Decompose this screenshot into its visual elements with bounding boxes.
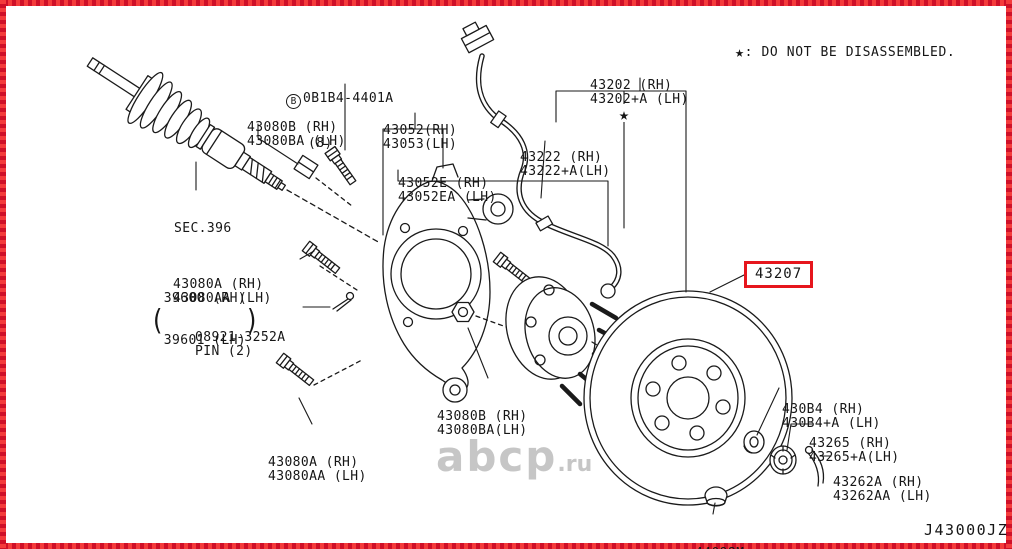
- label-43265: 43265 (RH)43265+A(LH): [809, 436, 900, 465]
- label-43262a: 43262A (RH)43262AA (LH): [833, 475, 932, 504]
- label-430b4: 430B4 (RH)430B4+A (LH): [782, 402, 881, 431]
- knuckle-drawing: [382, 163, 514, 403]
- nut-43080b-drawing: [451, 301, 475, 323]
- hub-bearing-drawing: [505, 276, 653, 407]
- label-43202: 43202 (RH)43202+A (LH): [590, 78, 689, 107]
- nut-dashed-line: [475, 315, 521, 333]
- clip-dashed-line: [315, 177, 353, 207]
- circled-b-icon: B: [286, 94, 301, 109]
- frame-right: [1006, 0, 1012, 549]
- part-43207-highlight[interactable]: 43207: [744, 261, 814, 288]
- axle-axis-dashed-line: [286, 189, 381, 244]
- frame-top: [0, 0, 1012, 6]
- label-43052e: 43052E (RH)43052EA (LH): [398, 176, 497, 205]
- label-43080a-lower: 43080A (RH)43080AA (LH): [268, 455, 367, 484]
- label-43222: 43222 (RH)43222+A(LH): [520, 150, 611, 179]
- diagram-code: J43000JZ: [924, 521, 1009, 539]
- label-43052: 43052(RH)43053(LH): [383, 123, 458, 152]
- axle-shaft-drawing: [86, 57, 287, 191]
- star-marker: ★: [616, 104, 633, 125]
- label-43080b-lower: 43080B (RH)43080BA(LH): [437, 409, 528, 438]
- locknut-drawing: [769, 445, 797, 475]
- brake-rotor-drawing: [583, 290, 793, 506]
- watermark: abcp.ru: [436, 432, 593, 481]
- bolt-43080a-upper-drawing: [301, 240, 342, 277]
- washer-drawing: [743, 430, 765, 454]
- label-sec396: SEC.396 ( 39600 (RH) 39601 (LH) ): [153, 221, 257, 348]
- label-43080b-upper: 43080B (RH)43080BA (LH): [247, 120, 346, 149]
- svg-text:★: ★: [619, 105, 629, 125]
- plug-drawing: [704, 486, 728, 507]
- cotter-pin-drawing: [804, 445, 825, 487]
- label-43080a-upper: 43080A (RH)43080AA (LH): [173, 277, 272, 306]
- leader-lines: [195, 77, 832, 515]
- bolt-dashed-line-1: [319, 265, 361, 293]
- clip-part-drawing: [293, 154, 319, 180]
- legend-do-not-disassemble: ★: DO NOT BE DISASSEMBLED.: [735, 43, 956, 61]
- label-44098m: 44098M: [695, 519, 744, 549]
- star-icon: ★: [735, 43, 745, 61]
- pin-08921-drawing: [332, 291, 355, 312]
- frame-bottom: [0, 543, 1012, 549]
- frame-left: [0, 0, 6, 549]
- bolt-dashed-line-2: [313, 359, 363, 386]
- close-paren: ): [247, 303, 257, 337]
- abs-sensor-harness-drawing: [460, 21, 622, 299]
- open-paren: (: [153, 303, 163, 337]
